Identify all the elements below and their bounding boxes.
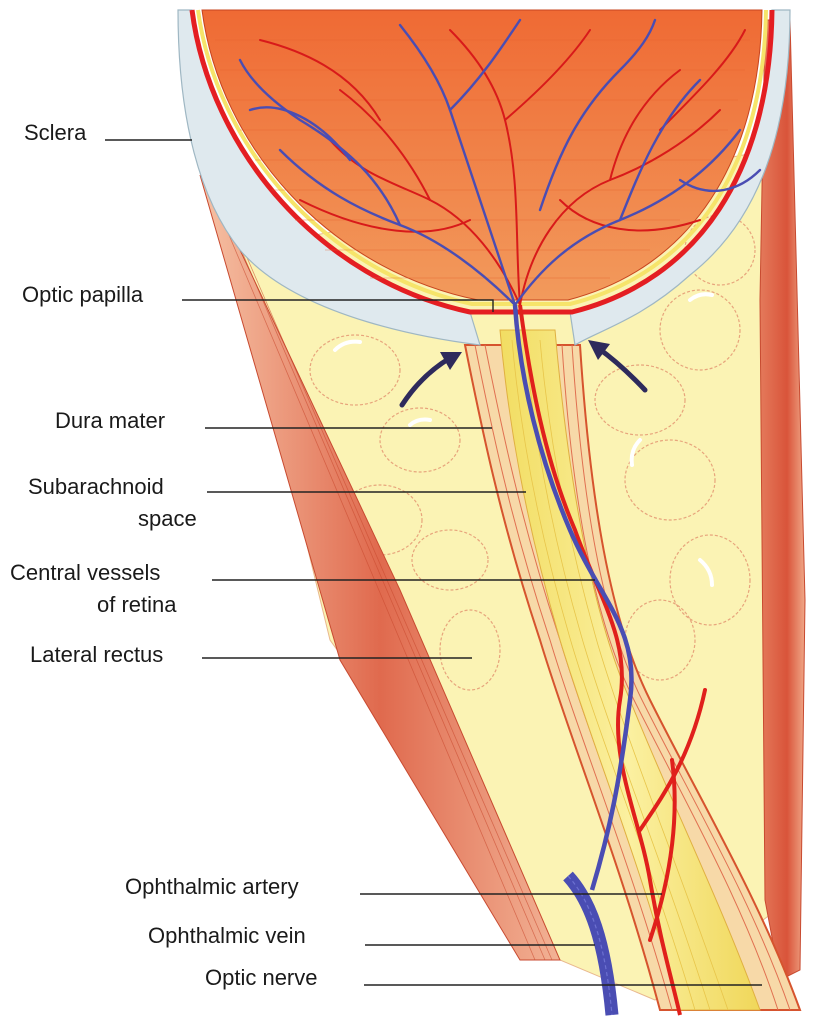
label-ophthalmic-vein: Ophthalmic vein: [148, 923, 306, 948]
label-lateral-rectus: Lateral rectus: [30, 642, 163, 667]
label-subarachnoid-line1: Subarachnoid: [28, 474, 164, 499]
label-central-vessels-line2: of retina: [97, 592, 177, 617]
label-optic-papilla: Optic papilla: [22, 282, 144, 307]
label-sclera: Sclera: [24, 120, 87, 145]
label-optic-nerve: Optic nerve: [205, 965, 318, 990]
label-subarachnoid-line2: space: [138, 506, 197, 531]
label-central-vessels-line1: Central vessels: [10, 560, 160, 585]
label-ophthalmic-artery: Ophthalmic artery: [125, 874, 299, 899]
label-dura-mater: Dura mater: [55, 408, 165, 433]
